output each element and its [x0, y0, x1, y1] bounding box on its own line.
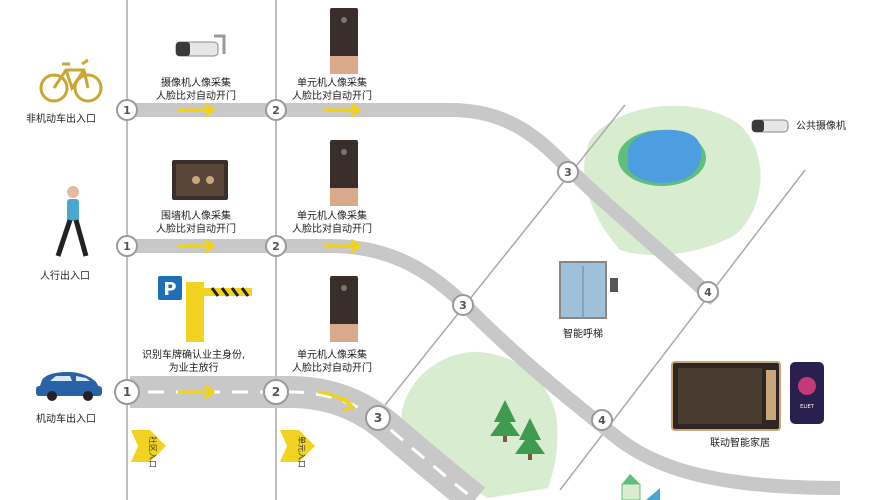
elevator-label: 智能呼梯: [563, 329, 603, 340]
pedestrian-entrance-label: 人行出入口: [40, 271, 90, 282]
caption-line: 人脸比对自动开门: [156, 224, 236, 235]
node-label: 2: [272, 385, 280, 399]
node-label: 4: [598, 414, 606, 427]
unit-intercom-device: [330, 8, 358, 74]
svg-text:P: P: [163, 279, 176, 300]
bike-entrance-label: 非机动车出入口: [26, 114, 96, 125]
caption-line: 为业主放行: [168, 363, 219, 374]
unit-bot-caption: 单元机人像采集 人脸比对自动开门: [292, 349, 372, 375]
smart-phone: ELIET: [790, 362, 824, 424]
guide-diag-2: [559, 169, 806, 491]
road-top: [130, 103, 720, 306]
flow-arrow: [178, 102, 362, 412]
svg-text:社区入口: 社区入口: [148, 436, 158, 468]
elevator-icon: [559, 261, 618, 319]
camera-collect-caption: 摄像机人像采集 人脸比对自动开门: [156, 77, 236, 103]
caption-line: 人脸比对自动开门: [292, 224, 372, 235]
guide-diag-1: [384, 104, 626, 406]
unit-top-caption: 单元机人像采集 人脸比对自动开门: [292, 77, 372, 103]
caption-line: 识别车牌确认业主身份,: [142, 350, 246, 361]
camera-icon: [175, 34, 226, 57]
public-camera-label: 公共摄像机: [796, 121, 846, 132]
caption-line: 单元机人像采集: [297, 78, 367, 89]
plate-caption: 识别车牌确认业主身份, 为业主放行: [142, 349, 245, 375]
car-icon: [36, 372, 102, 401]
node-label: 1: [123, 104, 131, 117]
svg-text:ELIET: ELIET: [800, 404, 815, 410]
wall-caption: 围墙机人像采集 人脸比对自动开门: [156, 210, 236, 236]
node-label: 3: [374, 411, 382, 425]
node-markers: [114, 99, 719, 431]
vehicle-entrance-label: 机动车出入口: [36, 414, 96, 425]
caption-line: 人脸比对自动开门: [156, 91, 236, 102]
road-middle: [130, 239, 841, 495]
caption-line: 人脸比对自动开门: [292, 363, 372, 374]
wall-intercom-device: [172, 160, 228, 200]
caption-line: 单元机人像采集: [297, 350, 367, 361]
bicycle-icon: [39, 58, 103, 103]
node-label: 3: [564, 166, 572, 179]
caption-line: 摄像机人像采集: [161, 78, 231, 89]
smart-home-panel: [671, 361, 781, 431]
public-camera-icon: [751, 119, 789, 133]
node-label: 1: [123, 385, 131, 399]
smart-home-label: 联动智能家居: [710, 438, 770, 449]
unit-intercom-device: [330, 140, 358, 206]
caption-line: 围墙机人像采集: [161, 211, 231, 222]
node-label: 2: [272, 104, 280, 117]
lake-water: [628, 129, 702, 183]
caption-line: 人脸比对自动开门: [292, 91, 372, 102]
building-icon: [621, 474, 660, 500]
node-label: 2: [272, 240, 280, 253]
parking-barrier: P: [158, 276, 252, 342]
unit-intercom-device: [330, 276, 358, 342]
caption-line: 单元机人像采集: [297, 211, 367, 222]
svg-text:单元入口: 单元入口: [297, 436, 307, 468]
pedestrian-icon: [55, 186, 89, 257]
node-label: 4: [704, 286, 712, 299]
node-label: 3: [459, 299, 467, 312]
unit-mid-caption: 单元机人像采集 人脸比对自动开门: [292, 210, 372, 236]
unit-entrance-sign: 单元入口: [280, 430, 315, 468]
community-entrance-sign: 社区入口: [131, 430, 166, 468]
node-label: 1: [123, 240, 131, 253]
tree-icon: [490, 400, 545, 460]
